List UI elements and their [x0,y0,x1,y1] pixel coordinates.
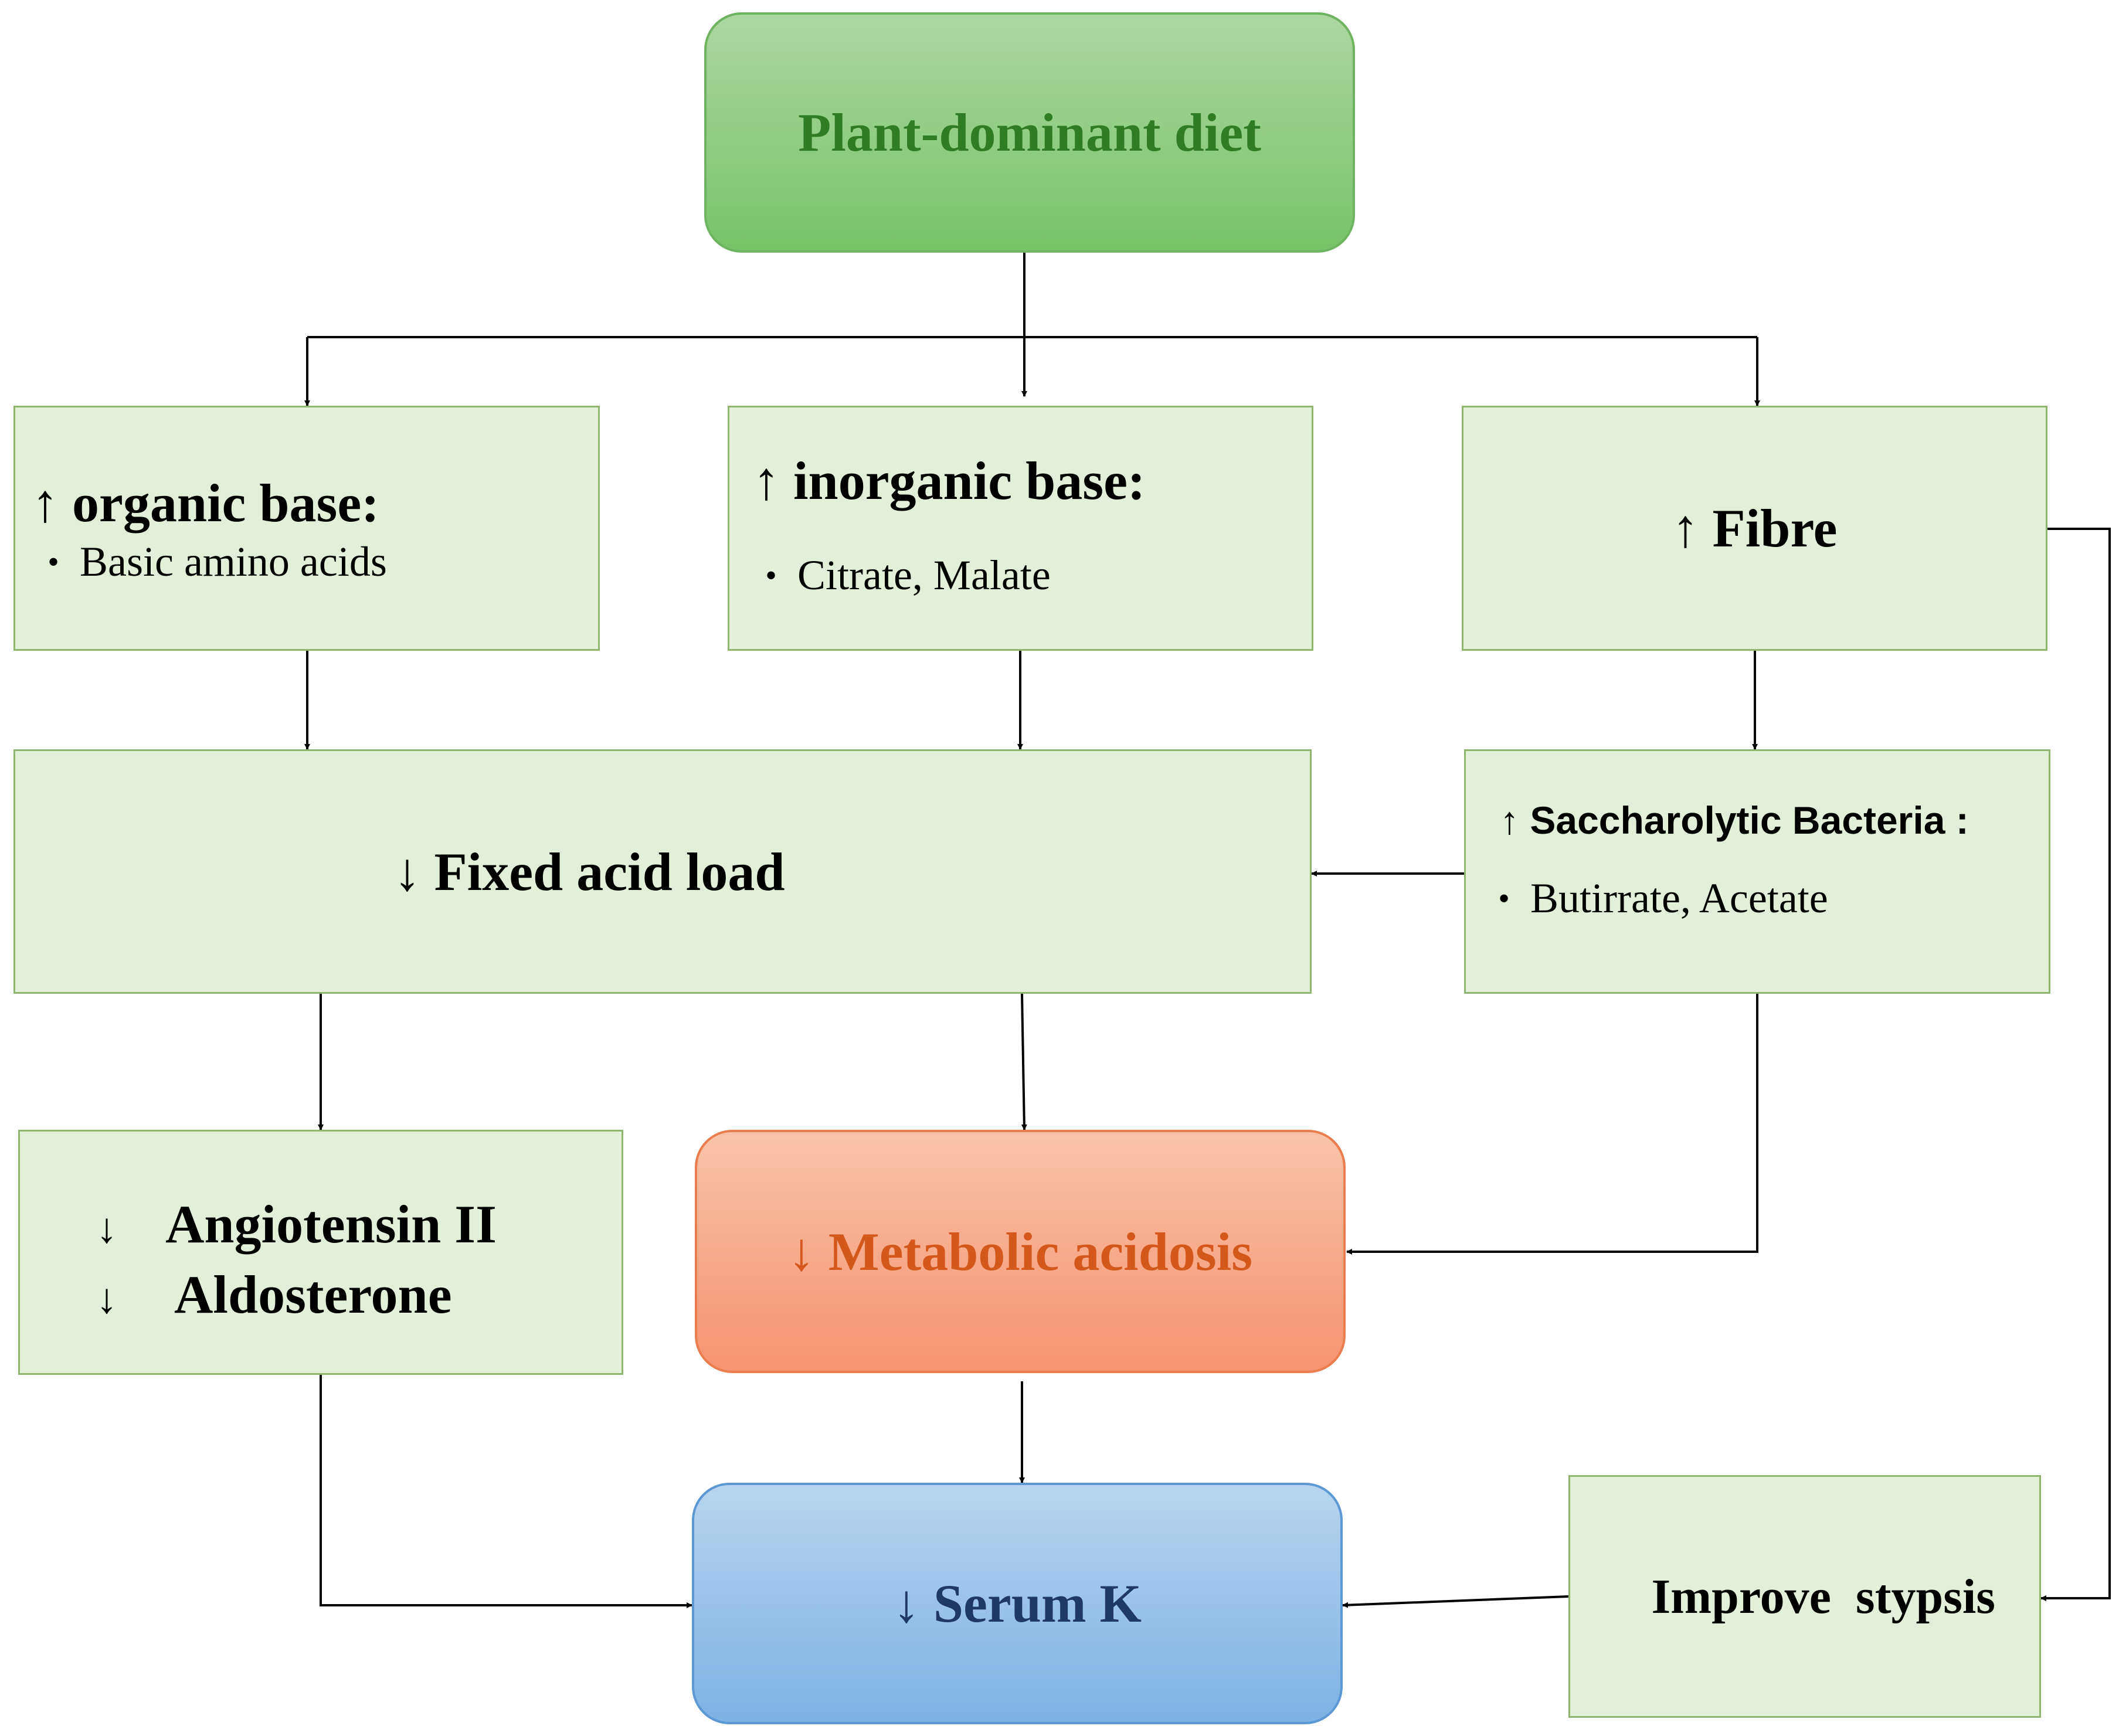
node-title: organic base: [72,473,379,533]
node-label: Plant-dominant diet [798,103,1261,162]
hormone-line-aldosterone: ↓ Aldosterone [96,1263,452,1326]
edge-fibre-stypsis [2040,528,2111,1601]
node-saccharolytic-bacteria: ↑ Saccharolytic Bacteria : • Butirrate, … [1464,749,2050,994]
node-plant-dominant-diet: Plant-dominant diet [704,12,1355,253]
node-serum-k: ↓ Serum K [692,1483,1343,1724]
bullet-text: Butirrate, Acetate [1530,875,1828,922]
edge-fixed-acidosis [1021,993,1027,1130]
up-arrow-icon: ↑ [753,451,780,511]
hormone-line-angiotensin: ↓ Angiotensin II [96,1193,497,1255]
bullet-text: Citrate, Malate [797,552,1051,599]
node-label: Improve stypsis [1651,1569,1995,1624]
bullet-text: Basic amino acids [80,538,387,585]
up-arrow-icon: ↑ [1500,799,1519,842]
down-arrow-icon: ↓ [393,841,421,902]
node-title: inorganic base: [793,451,1146,511]
down-arrow-icon: ↓ [787,1221,815,1282]
down-arrow-icon: ↓ [892,1574,920,1633]
bullet-icon: • [1498,880,1510,917]
down-arrow-icon: ↓ [96,1205,117,1252]
edge-stypsis-serum [1342,1595,1569,1608]
node-organic-base: ↑ organic base: • Basic amino acids [13,406,600,651]
node-hormones: ↓ Angiotensin II ↓ Aldosterone [18,1130,623,1375]
node-label: Serum K [933,1574,1142,1633]
node-fixed-acid-load: ↓ Fixed acid load [13,749,1312,994]
node-label: Metabolic acidosis [828,1221,1253,1282]
hormone-text: Aldosterone [174,1265,452,1324]
edge-bacteria-acidosis [1346,994,1758,1255]
up-arrow-icon: ↑ [32,473,59,533]
down-arrow-icon: ↓ [96,1275,117,1322]
node-metabolic-acidosis: ↓ Metabolic acidosis [695,1130,1346,1373]
node-fibre: ↑ Fibre [1462,406,2047,651]
node-title: Saccharolytic Bacteria : [1530,799,1969,842]
node-title: Fixed acid load [434,841,785,902]
up-arrow-icon: ↑ [1672,498,1699,558]
node-title: Fibre [1712,498,1838,558]
bullet-icon: • [47,543,59,580]
node-improve-stypsis: Improve stypsis [1568,1475,2041,1718]
hormone-text: Angiotensin II [165,1194,497,1254]
node-inorganic-base: ↑ inorganic base: • Citrate, Malate [728,406,1313,651]
bullet-icon: • [765,557,777,594]
edge-hormones-serum [320,1375,692,1608]
